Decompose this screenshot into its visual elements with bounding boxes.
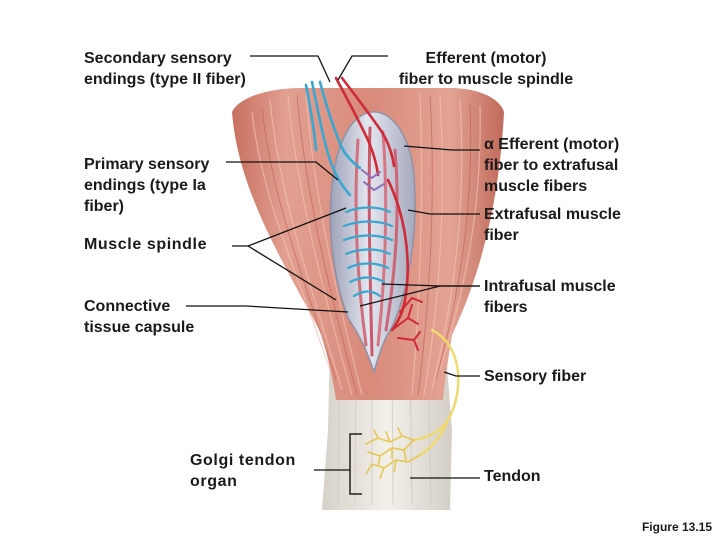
sensory-afferent-fibers — [304, 80, 362, 197]
spindle-capsule — [329, 111, 416, 375]
figure-caption: Figure 13.15 — [641, 520, 712, 534]
golgi-capsule-bracket — [349, 433, 362, 495]
label-efferent-fiber-to-spindle: Efferent (motor) fiber to muscle spindle — [398, 50, 574, 88]
label-sensory-fiber: Sensory fiber — [484, 368, 587, 385]
label-golgi-tendon-organ: Golgi tendon organ — [190, 452, 296, 490]
muscle-striations — [251, 93, 481, 396]
label-alpha-efferent-fiber: α Efferent (motor) fiber to extrafusal m… — [484, 136, 620, 195]
label-tendon: Tendon — [484, 468, 541, 485]
label-connective-tissue-capsule: Connective tissue capsule — [84, 298, 195, 336]
label-extrafusal-muscle-fiber: Extrafusal muscle fiber — [484, 206, 621, 244]
flower-spray-endings — [361, 169, 385, 192]
annulospiral-endings — [342, 206, 394, 298]
efferent-motor-fibers — [334, 76, 409, 332]
golgi-tendon-organ — [365, 427, 421, 479]
label-primary-sensory-endings: Primary sensory endings (type Ia fiber) — [84, 156, 210, 215]
label-intrafusal-muscle-fibers: Intrafusal muscle fibers — [484, 278, 616, 316]
leader-lines — [186, 55, 480, 479]
sensory-fiber-yellow — [412, 328, 460, 457]
motor-end-plates — [391, 296, 423, 351]
label-muscle-spindle: Muscle spindle — [84, 236, 208, 253]
muscle-striations-dark — [261, 94, 472, 396]
tendon-striations — [337, 359, 432, 506]
label-secondary-sensory-endings: Secondary sensory endings (type II fiber… — [84, 50, 246, 88]
